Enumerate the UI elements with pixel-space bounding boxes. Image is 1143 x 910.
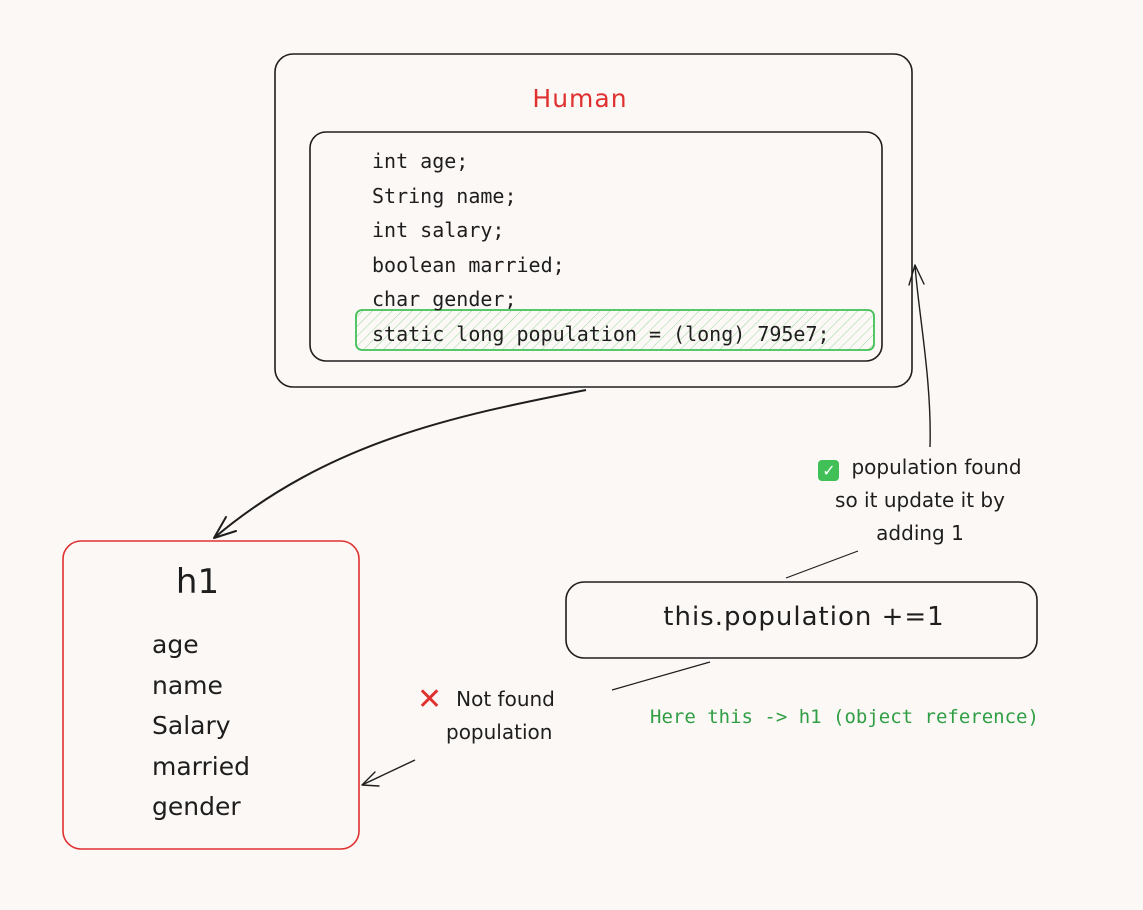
instantiation-arrow-head <box>213 516 237 539</box>
prop-gender: gender <box>152 792 241 821</box>
prop-name: name <box>152 670 223 700</box>
field-population: static long population = (long) 795e7; <box>372 321 830 346</box>
field-name: String name; <box>372 183 517 208</box>
cross-icon: ✕ <box>417 682 443 717</box>
instantiation-arrow <box>213 389 587 539</box>
check-icon: ✓ <box>818 460 840 481</box>
notfound-arrow-head <box>361 771 380 787</box>
notfound-arrow <box>361 759 416 786</box>
human-class-title: Human <box>532 84 628 113</box>
found-connector <box>785 550 859 579</box>
not-found-line-2: population <box>446 720 553 744</box>
human-class-box <box>274 53 913 388</box>
notfound-connector <box>611 661 711 691</box>
found-note-line-1: population found <box>851 455 1022 479</box>
human-field-list: int age; String name; int salary; boolea… <box>372 146 892 353</box>
not-found-note: ✕ Not found population <box>413 683 613 749</box>
found-arrow-head <box>908 264 925 286</box>
object-reference-note: Here this -> h1 (object reference) <box>650 706 1039 728</box>
h1-object-title: h1 <box>175 562 220 602</box>
field-age: int age; <box>372 149 469 173</box>
prop-age: age <box>152 630 199 659</box>
h1-object-box <box>62 540 360 850</box>
prop-salary: Salary <box>152 711 231 740</box>
this-population-expression: this.population +=1 <box>663 602 945 632</box>
field-gender: char gender; <box>372 287 517 311</box>
not-found-line-1: Not found <box>456 687 555 711</box>
h1-property-list: age name Salary married gender <box>152 625 250 828</box>
field-married: boolean married; <box>372 252 565 277</box>
field-salary: int salary; <box>372 218 505 242</box>
expression-box <box>565 581 1038 659</box>
found-note-line-2: so it update it by <box>835 488 1005 512</box>
human-fields-box <box>309 131 883 362</box>
static-field-highlight <box>355 309 875 351</box>
population-found-note: ✓ population found so it update it by add… <box>775 451 1065 550</box>
found-note-line-3: adding 1 <box>876 521 964 545</box>
prop-married: married <box>152 751 250 781</box>
found-arrow <box>914 264 931 448</box>
